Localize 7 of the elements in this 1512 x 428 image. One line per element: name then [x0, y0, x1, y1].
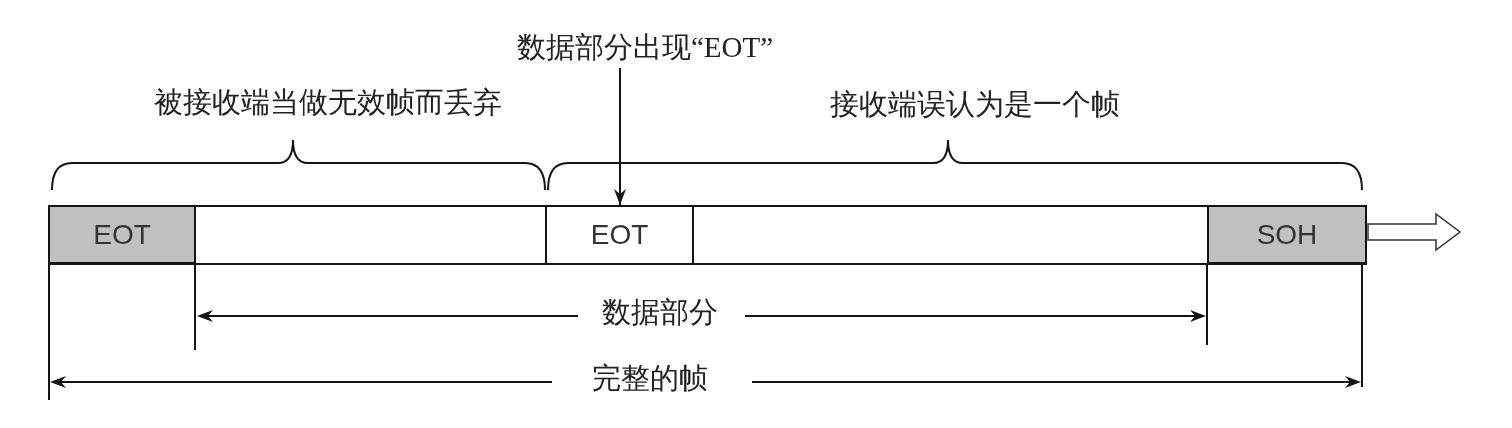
- arrow: [614, 67, 626, 206]
- frame-field: EOT: [545, 205, 694, 265]
- frame-field: SOH: [1207, 205, 1367, 265]
- frame-field: [194, 205, 547, 265]
- frame-field: EOT: [48, 205, 196, 265]
- annotation-text: 数据部分出现“EOT”: [470, 26, 820, 68]
- frame-field: [692, 205, 1209, 265]
